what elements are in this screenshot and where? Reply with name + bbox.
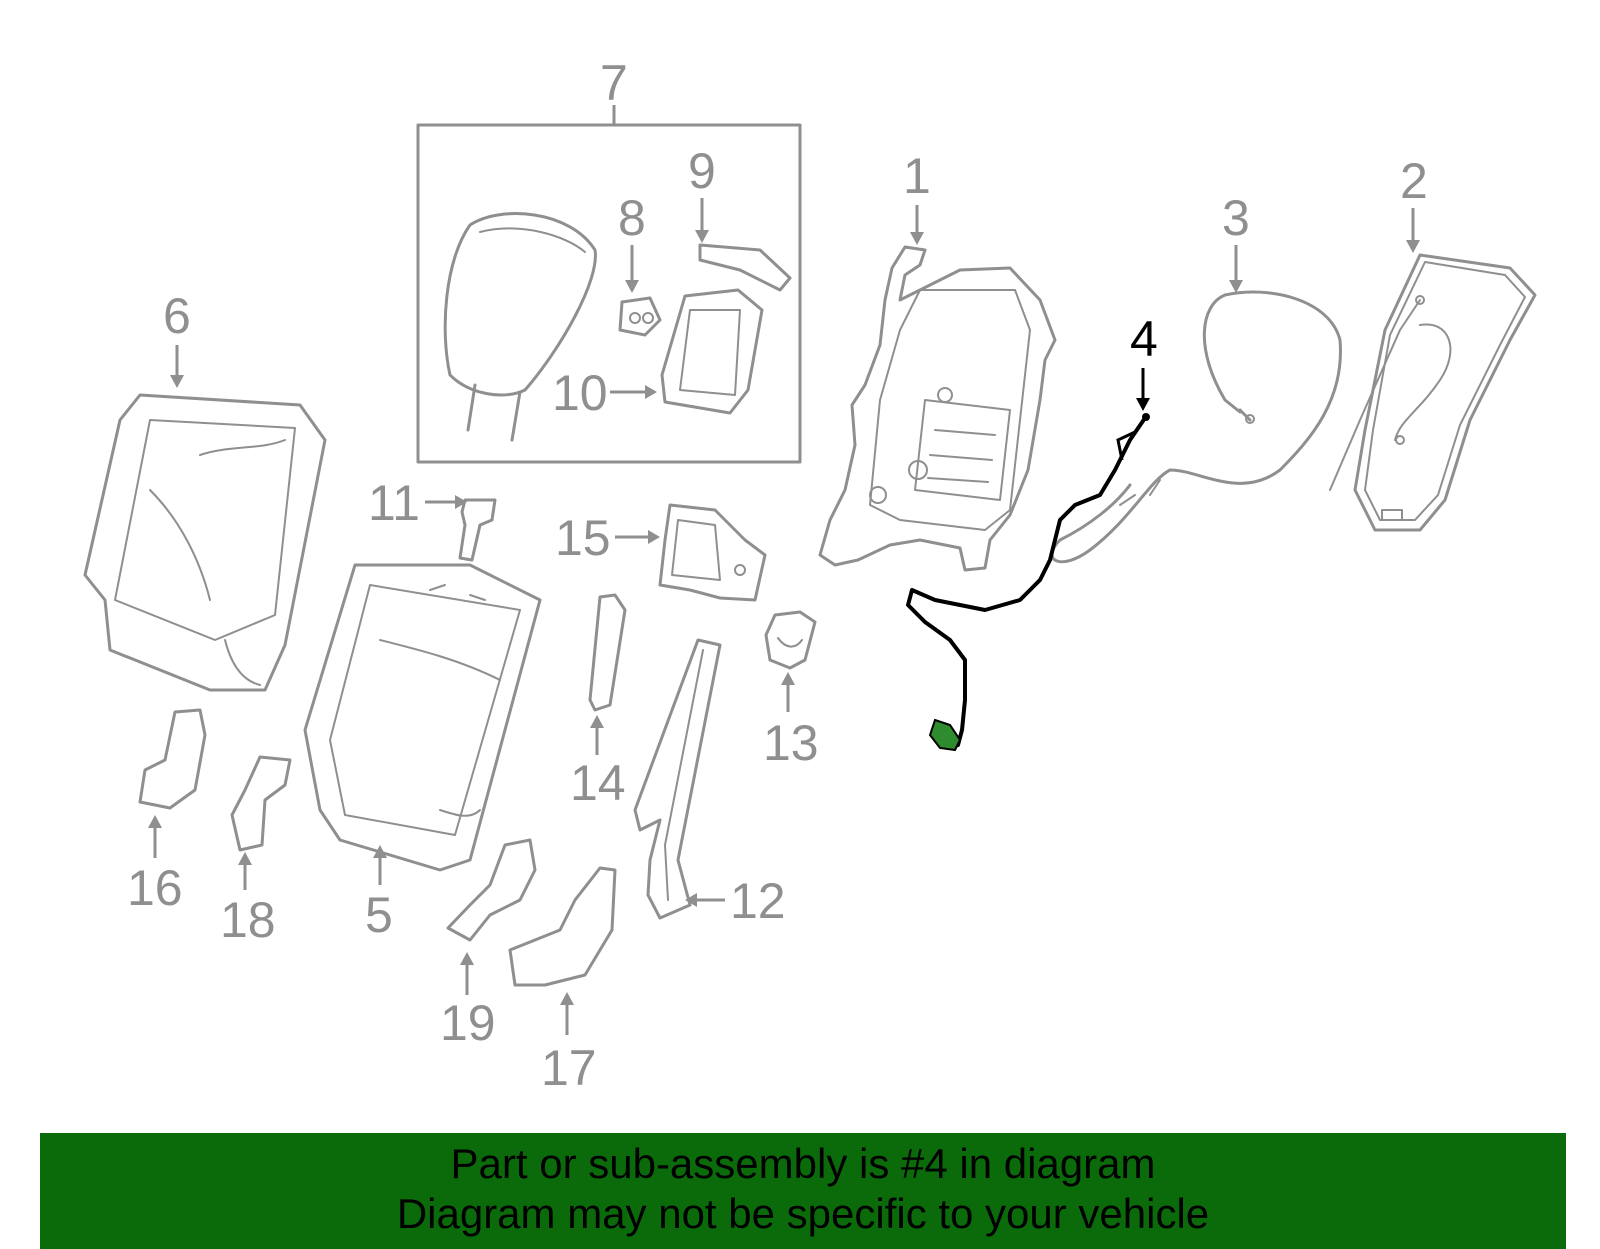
- callout-4: 4: [1130, 311, 1158, 367]
- part-3-cable: [1050, 290, 1342, 564]
- callout-6: 6: [163, 288, 191, 344]
- part-15-bracket: [658, 503, 767, 602]
- part-18-bracket: [230, 755, 292, 852]
- callout-15: 15: [555, 510, 611, 566]
- part-9-trim: [698, 243, 792, 292]
- callout-9: 9: [688, 143, 716, 199]
- headrest-part: [443, 212, 597, 442]
- part-10-bezel: [660, 288, 764, 415]
- part-19-bracket: [446, 838, 537, 942]
- callout-14: 14: [570, 755, 626, 811]
- callout-labels: 7 1 2 3 4 6 8 9 10 11 15 13 14: [127, 55, 1428, 1096]
- callout-1: 1: [903, 148, 931, 204]
- banner-line-2: Diagram may not be specific to your vehi…: [396, 1190, 1210, 1237]
- part-5-seatback-cover: [303, 563, 542, 872]
- callout-16: 16: [127, 860, 183, 916]
- callout-12: 12: [730, 873, 786, 929]
- callout-10: 10: [552, 365, 608, 421]
- banner-line-1: Part or sub-assembly is #4 in diagram: [450, 1140, 1156, 1187]
- part-12-seatbelt: [633, 638, 722, 920]
- part-14-strip: [588, 593, 627, 712]
- callout-13: 13: [763, 715, 819, 771]
- part-4-wire-harness: [906, 413, 1150, 752]
- info-banner: Part or sub-assembly is #4 in diagram Di…: [40, 1133, 1566, 1249]
- callout-3: 3: [1222, 190, 1250, 246]
- part-16-bracket: [138, 708, 207, 810]
- callout-2: 2: [1400, 153, 1428, 209]
- part-11-clip: [458, 498, 497, 562]
- callout-8: 8: [618, 190, 646, 246]
- callout-18: 18: [220, 892, 276, 948]
- parts-diagram: 7 1 2 3 4 6 8 9 10 11 15 13 14: [83, 55, 1537, 1096]
- callout-7: 7: [600, 55, 628, 111]
- part-2-cable-assembly: [1329, 253, 1537, 532]
- callout-17: 17: [541, 1040, 597, 1096]
- callout-5: 5: [365, 887, 393, 943]
- part-17-side-shield: [508, 866, 617, 987]
- part-7-headrest-kit: [416, 105, 802, 464]
- part-6-cushion-cover: [83, 393, 327, 692]
- callout-19: 19: [440, 995, 496, 1051]
- part-13-guide: [764, 610, 817, 670]
- part-8-guide: [618, 296, 662, 337]
- callout-11: 11: [368, 475, 420, 531]
- part-1-seatback-frame: [818, 245, 1057, 572]
